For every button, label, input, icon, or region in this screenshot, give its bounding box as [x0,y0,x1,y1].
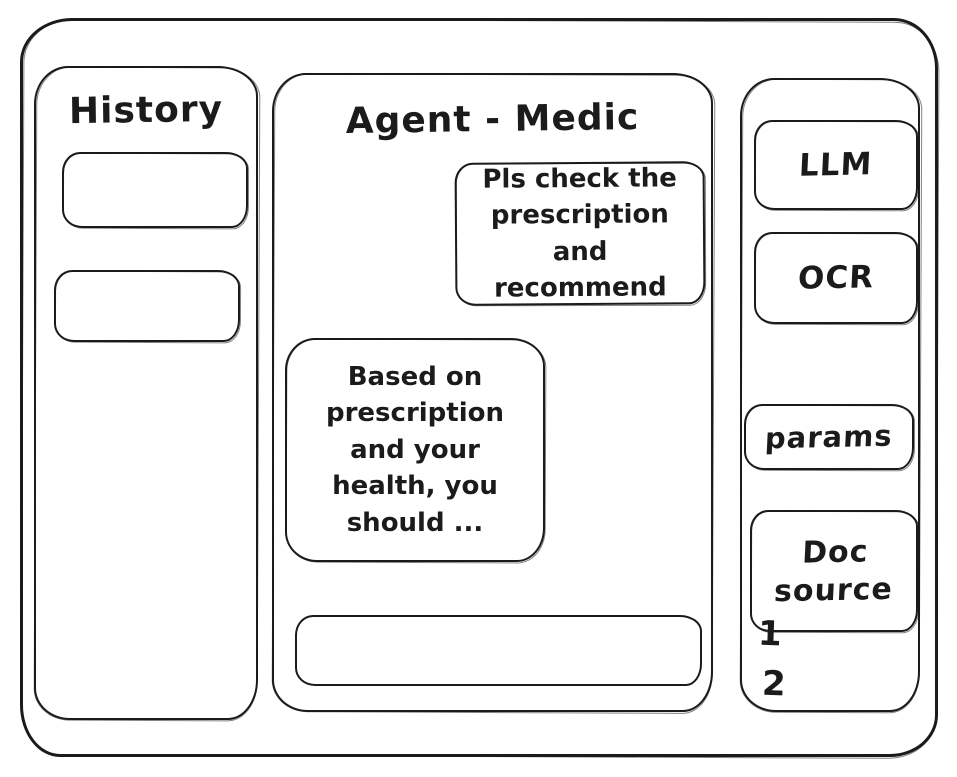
tool-doc-source-label: Doc source [772,533,894,609]
tool-params-label: params [764,418,894,456]
tool-llm-label: LLM [798,145,874,184]
history-item[interactable] [54,270,240,342]
tool-llm-button[interactable]: LLM [754,120,918,210]
agent-message-bubble: Based on prescription and your health, y… [285,338,545,562]
annotation-1: 1 [757,613,783,655]
chat-input[interactable] [295,615,702,686]
chat-panel: Agent - Medic Pls check the prescription… [272,73,713,712]
history-item[interactable] [62,152,248,228]
user-message-bubble: Pls check the prescription and recommend [454,161,706,306]
history-panel: History [34,66,258,720]
chat-title: Agent - Medic [345,96,640,143]
annotation-2: 2 [761,663,787,705]
history-title: History [68,88,224,133]
tool-params-button[interactable]: params [744,404,914,470]
tool-doc-source-button[interactable]: Doc source [750,510,918,632]
tool-ocr-button[interactable]: OCR [754,232,918,324]
tools-panel: LLM OCR params Doc source 1 2 [740,78,920,712]
tool-ocr-label: OCR [797,258,875,297]
